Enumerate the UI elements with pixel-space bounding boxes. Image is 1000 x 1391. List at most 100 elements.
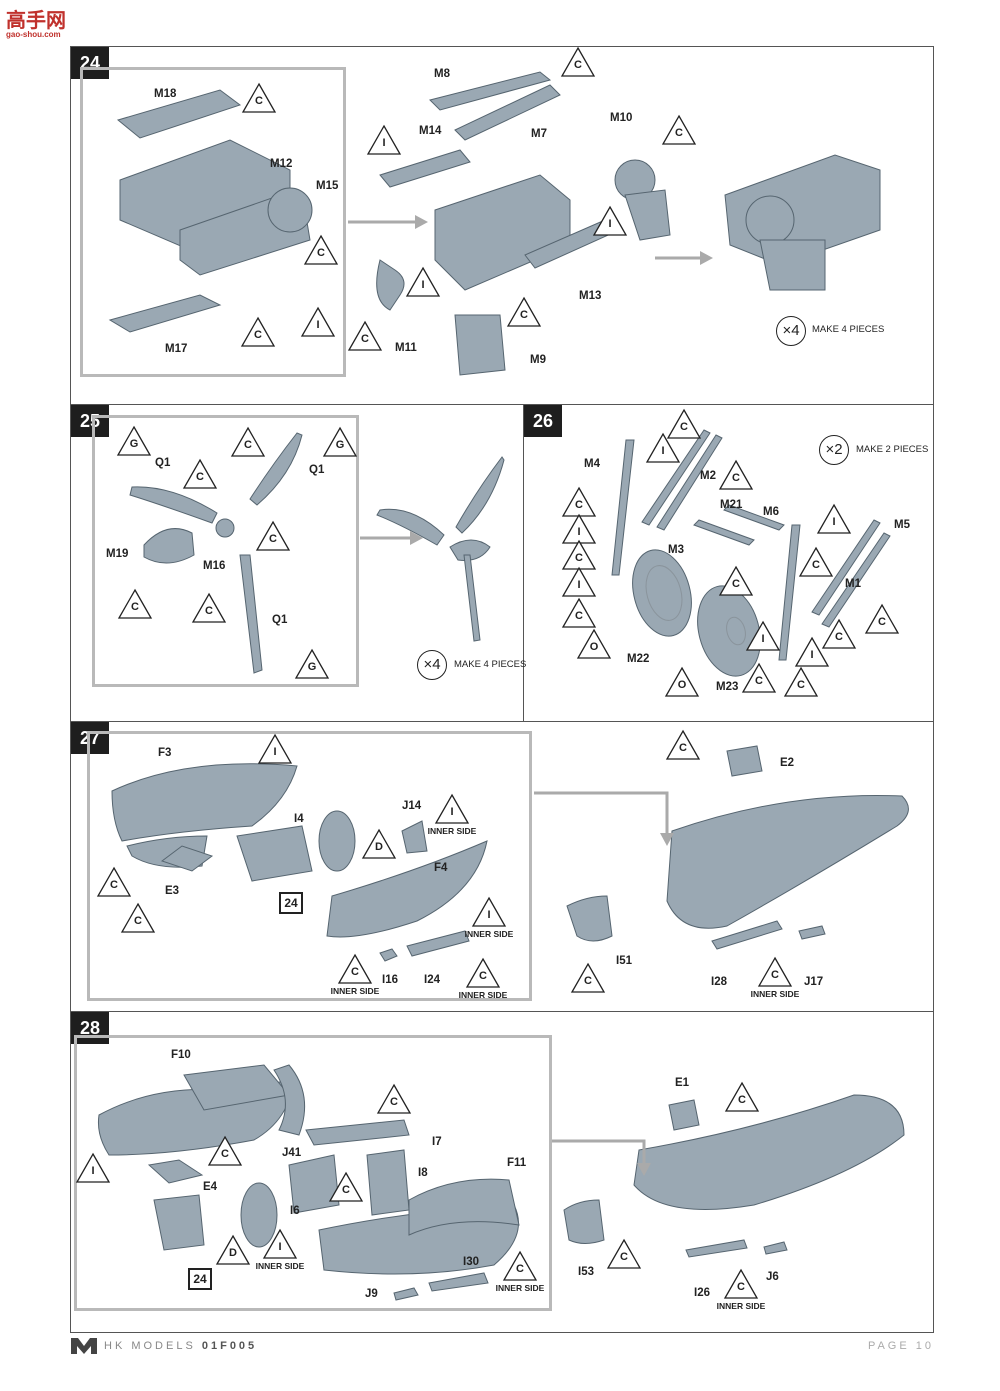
- paint-triangle-icon: C: [182, 458, 218, 490]
- part-label: M17: [165, 343, 188, 355]
- divider: [70, 721, 934, 722]
- part-label: I26: [694, 1287, 710, 1299]
- part-label: F4: [434, 862, 448, 874]
- step-reference-box: 24: [188, 1268, 212, 1290]
- part-label: M12: [270, 158, 293, 170]
- detail-inset: [74, 1035, 552, 1311]
- propeller-parts-illustration: [129, 432, 505, 674]
- divider: [523, 404, 524, 721]
- part-label: J14: [402, 800, 422, 812]
- part-label: M22: [627, 653, 650, 665]
- hk-models-logo: [71, 1338, 97, 1354]
- multiplier-icon: ×2: [819, 435, 849, 465]
- detail-inset: [87, 731, 532, 1001]
- part-label: I28: [711, 976, 727, 988]
- part-label: E3: [165, 885, 180, 897]
- paint-triangle-icon: D: [215, 1234, 251, 1266]
- part-label: I6: [290, 1205, 300, 1217]
- step-reference-box: 24: [279, 892, 303, 914]
- part-label: M21: [720, 499, 743, 511]
- part-label: M2: [700, 470, 716, 482]
- paint-triangle-icon: C: [328, 1171, 364, 1203]
- paint-triangle-icon: I: [745, 620, 781, 652]
- paint-triangle-icon: O: [664, 666, 700, 698]
- part-label: M23: [716, 681, 739, 693]
- part-label: M3: [668, 544, 684, 556]
- divider: [70, 1011, 934, 1012]
- paint-triangle-icon: I: [257, 733, 293, 765]
- part-label: E4: [203, 1181, 218, 1193]
- part-label: F3: [158, 747, 172, 759]
- paint-triangle-icon: C: [665, 729, 701, 761]
- part-label: I4: [294, 813, 304, 825]
- part-label: I7: [432, 1136, 442, 1148]
- part-label: M7: [531, 128, 547, 140]
- part-label: J41: [282, 1147, 302, 1159]
- paint-triangle-icon: C: [303, 234, 339, 266]
- divider: [70, 404, 934, 405]
- watermark-logo: 高手网: [6, 10, 66, 32]
- part-label: E2: [780, 757, 795, 769]
- paint-triangle-icon: I: [816, 503, 852, 535]
- part-label: Q1: [272, 614, 288, 626]
- part-label: F10: [171, 1049, 191, 1061]
- paint-triangle-icon: C: [724, 1081, 760, 1113]
- part-label: M10: [610, 112, 633, 124]
- detail-inset: [80, 67, 346, 377]
- detail-inset: [92, 415, 359, 687]
- make-pieces-note: MAKE 4 PIECES: [812, 324, 885, 335]
- paint-triangle-icon: C: [207, 1135, 243, 1167]
- landing-gear-parts-illustration: [611, 429, 891, 677]
- paint-triangle-icon: O: [576, 628, 612, 660]
- paint-triangle-icon: I: [75, 1152, 111, 1184]
- paint-triangle-icon: C: [347, 320, 383, 352]
- part-label: M15: [316, 180, 339, 192]
- paint-triangle-icon: C: [240, 316, 276, 348]
- paint-triangle-icon: I: [561, 566, 597, 598]
- part-label: M1: [845, 578, 861, 590]
- part-label: M18: [154, 88, 177, 100]
- paint-triangle-icon: C: [666, 408, 702, 440]
- paint-triangle-icon: C: [560, 46, 596, 78]
- part-label: J9: [365, 1288, 378, 1300]
- paint-triangle-icon: C: [117, 588, 153, 620]
- paint-triangle-icon: C: [718, 565, 754, 597]
- paint-triangle-icon: I: [592, 205, 628, 237]
- paint-triangle-icon: I: [645, 432, 681, 464]
- paint-triangle-icon: G: [322, 426, 358, 458]
- paint-triangle-icon: C: [783, 666, 819, 698]
- part-label: Q1: [155, 457, 171, 469]
- paint-triangle-icon: C: [255, 520, 291, 552]
- nose-assembly-illustration: [111, 745, 909, 962]
- paint-triangle-icon: I: [794, 636, 830, 668]
- make-pieces-note: MAKE 2 PIECES: [856, 444, 929, 455]
- part-label: M5: [894, 519, 910, 531]
- part-label: Q1: [309, 464, 325, 476]
- paint-triangle-icon: C: [506, 296, 542, 328]
- part-label: J17: [804, 976, 824, 988]
- paint-triangle-icon: C: [821, 618, 857, 650]
- part-label: M16: [203, 560, 226, 572]
- paint-triangle-icon: C: [606, 1238, 642, 1270]
- paint-triangle-icon: C: [570, 962, 606, 994]
- paint-triangle-icon: C: [661, 114, 697, 146]
- part-label: J6: [766, 1271, 779, 1283]
- paint-triangle-icon: I: [405, 266, 441, 298]
- part-label: I51: [616, 955, 632, 967]
- page-frame: [70, 46, 934, 1333]
- paint-triangle-icon: C: [96, 866, 132, 898]
- part-label: M9: [530, 354, 546, 366]
- step-number: 28: [71, 1012, 109, 1044]
- part-label: F11: [507, 1157, 527, 1169]
- paint-triangle-icon: D: [361, 828, 397, 860]
- paint-triangle-icon: C: [241, 82, 277, 114]
- paint-triangle-icon: G: [116, 425, 152, 457]
- paint-triangle-icon: C: [864, 603, 900, 635]
- paint-triangle-icon: C: [120, 902, 156, 934]
- paint-triangle-icon: C: [718, 459, 754, 491]
